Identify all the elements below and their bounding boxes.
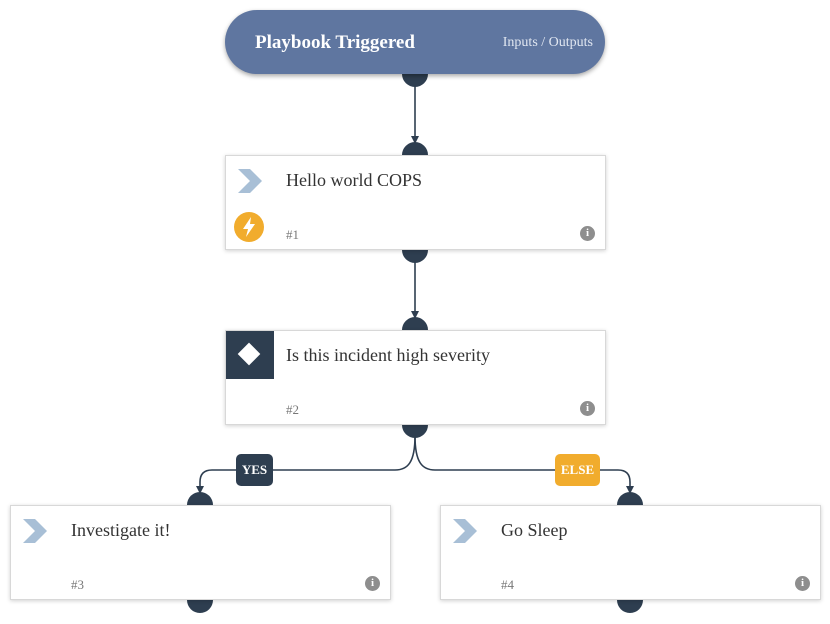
branch-label-yes[interactable]: YES (236, 454, 273, 486)
task-1-input-port[interactable] (402, 142, 428, 155)
chevron-icon (238, 169, 262, 193)
task-3-input-port[interactable] (187, 492, 213, 505)
edge-task-2-yes-branch (196, 435, 416, 494)
lightning-bolt-icon (234, 212, 264, 242)
task-2-output-port[interactable] (402, 425, 428, 438)
task-name: Is this incident high severity (286, 345, 490, 365)
chevron-icon (453, 519, 477, 543)
playbook-trigger-node[interactable]: Playbook Triggered Inputs / Outputs (225, 10, 605, 74)
task-node-1[interactable]: Hello world COPS #1 i (225, 155, 606, 250)
task-2-input-port[interactable] (402, 317, 428, 330)
task-node-4[interactable]: Go Sleep #4 i (440, 505, 821, 600)
diamond-icon (237, 342, 261, 366)
condition-icon-box (226, 331, 274, 379)
info-icon[interactable]: i (580, 401, 595, 416)
task-number: #4 (501, 577, 514, 592)
branch-label-else[interactable]: ELSE (555, 454, 600, 486)
info-icon[interactable]: i (365, 576, 380, 591)
task-number: #1 (286, 227, 299, 242)
task-4-output-port[interactable] (617, 600, 643, 613)
info-icon[interactable]: i (580, 226, 595, 241)
task-name: Go Sleep (501, 520, 568, 540)
inputs-outputs-link[interactable]: Inputs / Outputs (502, 35, 593, 50)
task-3-output-port[interactable] (187, 600, 213, 613)
chevron-icon (23, 519, 47, 543)
trigger-title: Playbook Triggered (255, 32, 415, 53)
task-name: Investigate it! (71, 520, 171, 540)
info-icon[interactable]: i (795, 576, 810, 591)
task-4-input-port[interactable] (617, 492, 643, 505)
task-number: #2 (286, 402, 299, 417)
task-1-output-port[interactable] (402, 250, 428, 263)
task-number: #3 (71, 577, 84, 592)
task-name: Hello world COPS (286, 170, 423, 190)
trigger-output-port[interactable] (402, 74, 428, 87)
edge-task-2-else-branch (414, 435, 634, 494)
task-node-2[interactable]: Is this incident high severity #2 i (225, 330, 606, 425)
task-node-3[interactable]: Investigate it! #3 i (10, 505, 391, 600)
